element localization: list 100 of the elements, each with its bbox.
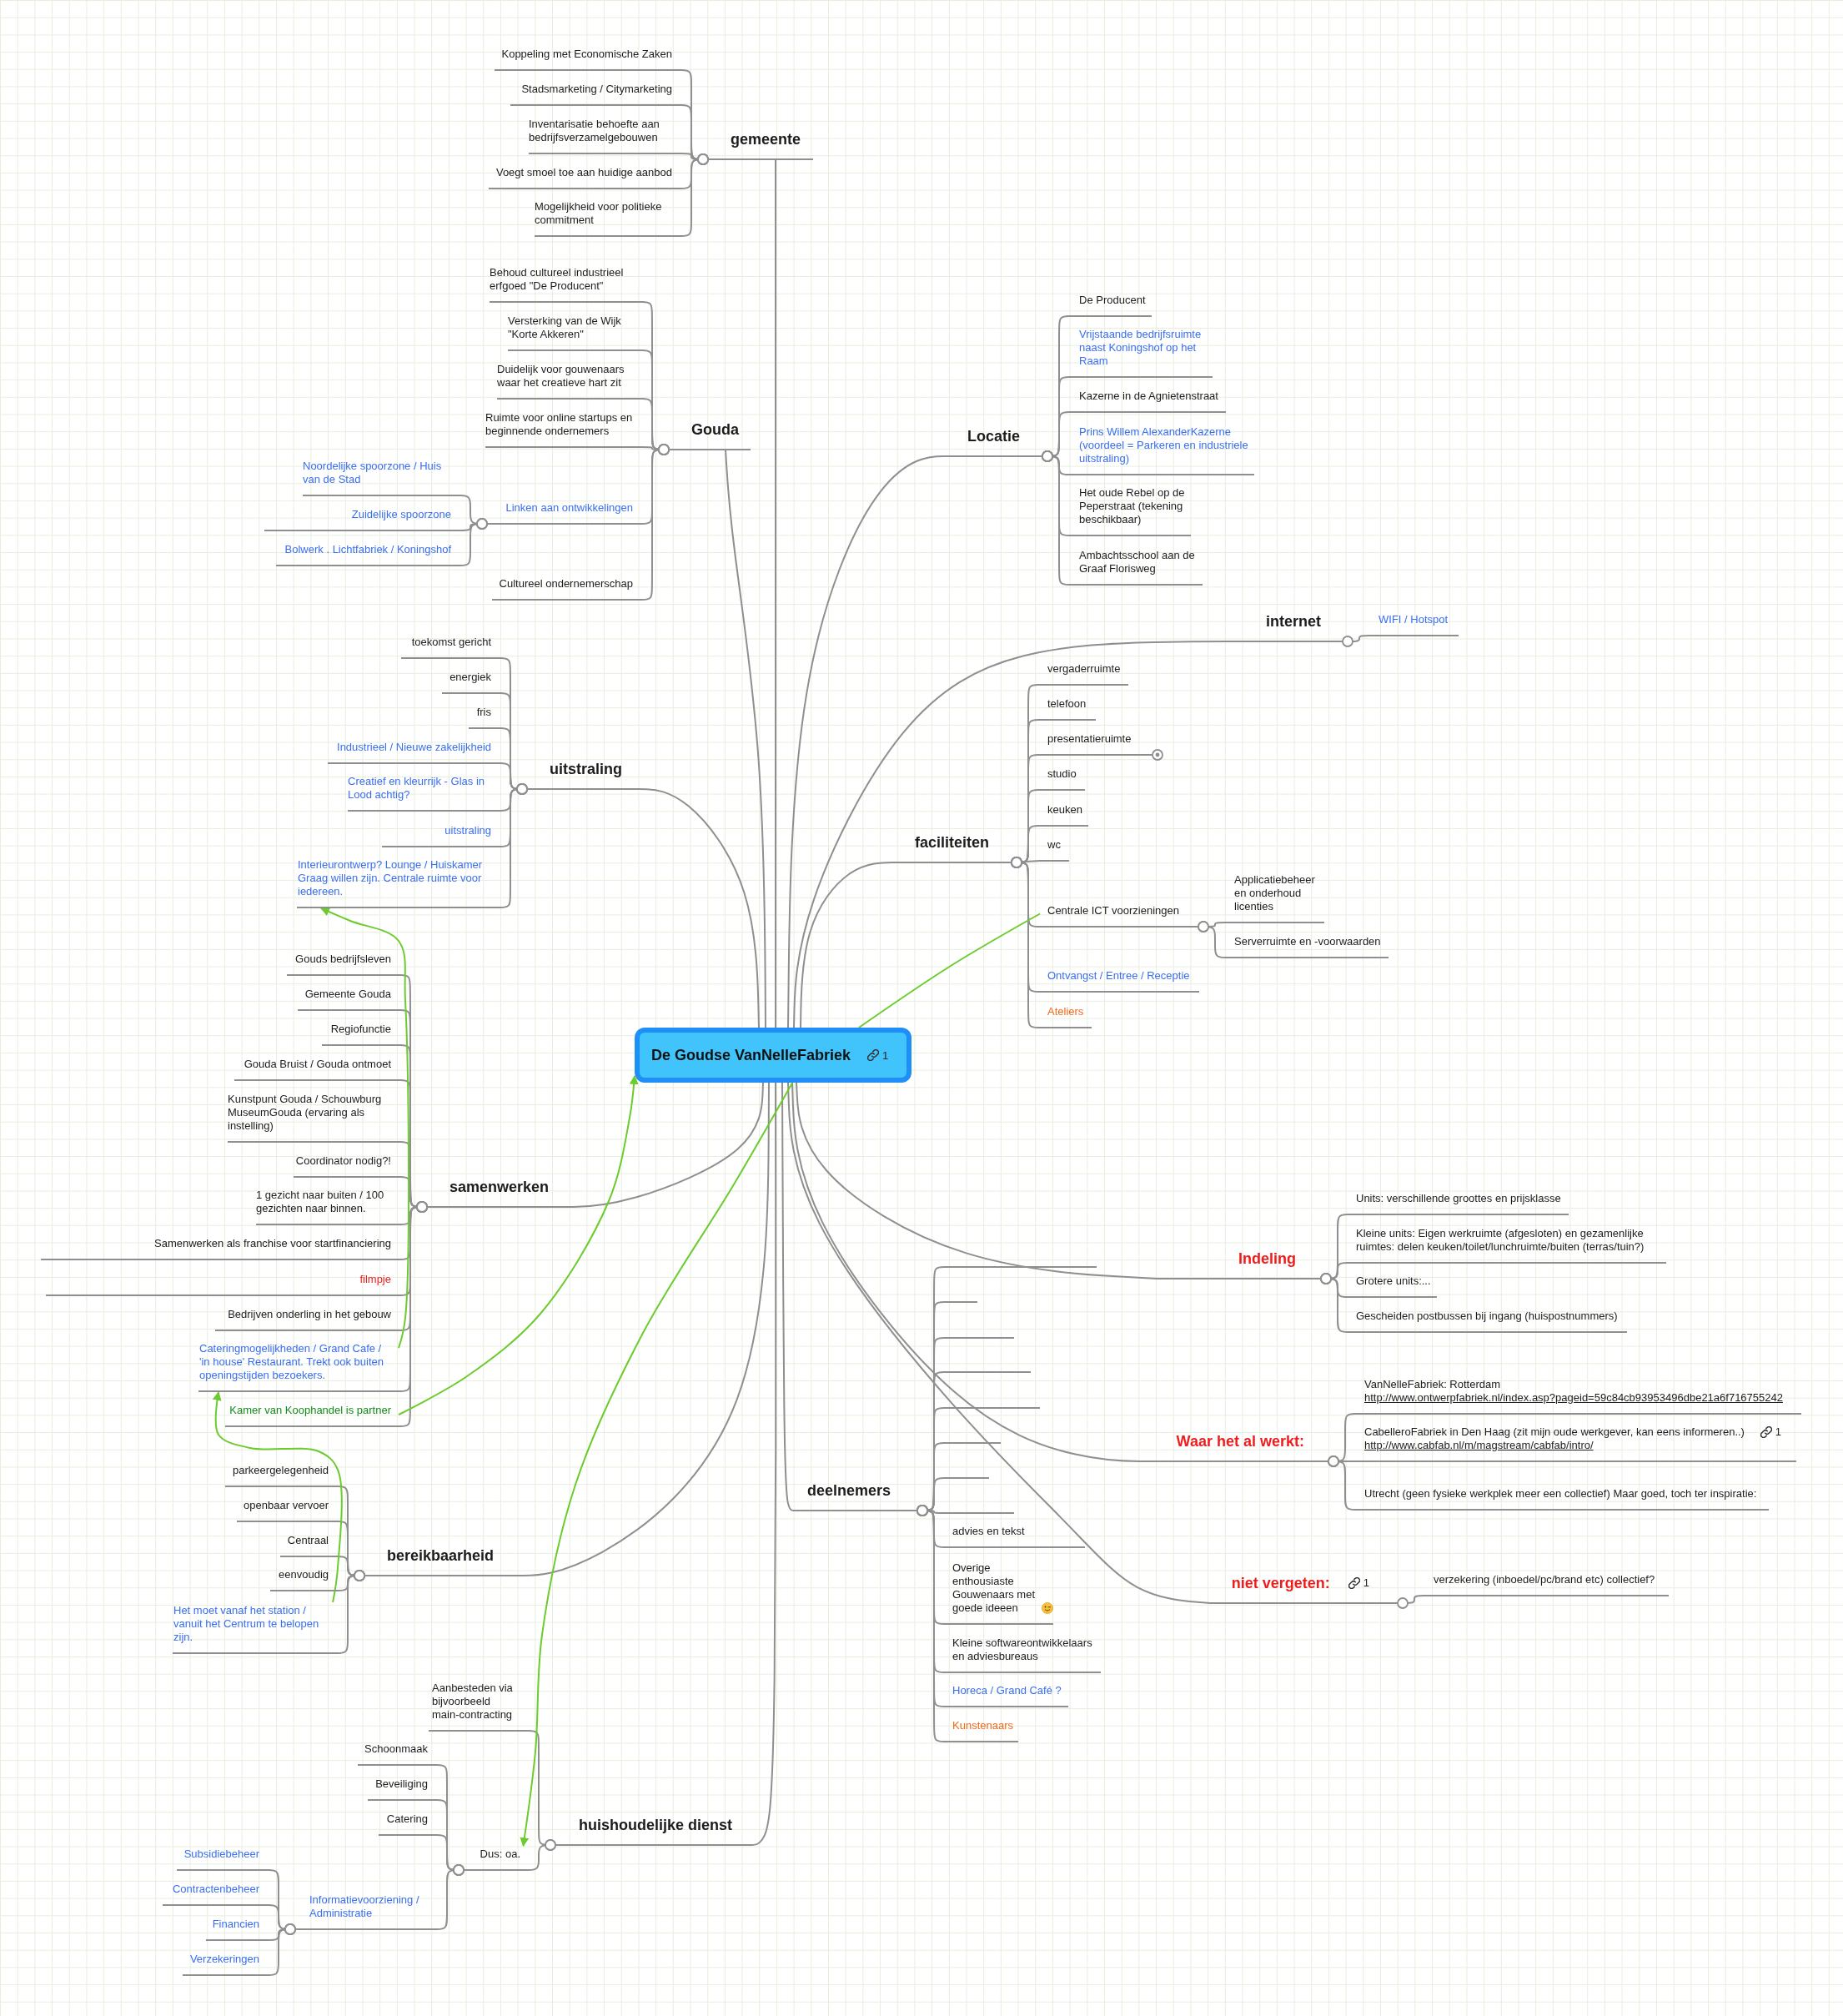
topic-title: Indeling xyxy=(1238,1249,1296,1268)
topic-text: Contractenbeheer xyxy=(172,1883,259,1896)
topic-text: Overige enthousiaste Gouwenaars met goede ideeen xyxy=(952,1561,1036,1615)
topic-title: uitstraling xyxy=(550,760,622,778)
topic-underline xyxy=(946,1337,1014,1339)
branch-line xyxy=(793,641,1240,1028)
branch-line xyxy=(563,1082,764,1208)
topic-text: Regiofunctie xyxy=(330,1023,391,1036)
topic-text: Grotere units:... xyxy=(1356,1274,1431,1288)
branch-line xyxy=(1397,1595,1427,1609)
relationship-arrow xyxy=(212,1390,343,1603)
topic-text: Verzekeringen xyxy=(189,1953,259,1966)
branch-line xyxy=(725,449,766,1028)
topic-text: Kunstpunt Gouda / Schouwburg MuseumGouda (ervaring als instelling) xyxy=(228,1093,383,1133)
topic-text: presentatieruimte xyxy=(1047,732,1132,746)
topic-text: Ruimte voor online startups en beginnende ondernemers xyxy=(485,411,633,438)
topic-text: Kunstenaars xyxy=(952,1719,1013,1732)
topic-text: Kleine units: Eigen werkruimte (afgesloten) en gezamenlijke ruimtes: delen keuken/toilet/lunchruimte/buiten (terras/tuin?) xyxy=(1356,1227,1645,1254)
topic-text: De Producent xyxy=(1079,294,1146,307)
topic-text: Subsidiebeheer xyxy=(183,1848,259,1861)
topic-text: Behoud cultureel industrieel erfgoed "De Producent" xyxy=(490,266,625,293)
topic-text: Het oude Rebel op de Peperstraat (tekening beschikbaar) xyxy=(1079,486,1186,526)
topic-text: Kleine softwareontwikkelaars en adviesbureaus xyxy=(952,1636,1093,1663)
branch-line xyxy=(1342,635,1372,647)
branch-line xyxy=(510,1082,770,1576)
topic-text: Het moet vanaf het station / vanuit het Centrum te belopen zijn. xyxy=(173,1604,320,1644)
branch-line xyxy=(791,1082,1152,1462)
branch-line xyxy=(266,1923,296,1976)
link-count: 1 xyxy=(882,1048,889,1062)
url-link: http://www.ontwerpfabriek.nl/index.asp?pageid=59c84cb93953496dbe21a6f716755242 xyxy=(1364,1391,1783,1405)
topic-text: uitstraling xyxy=(444,824,491,837)
topic-title: Waar het al werkt: xyxy=(1176,1432,1304,1450)
topic-text: Noordelijke spoorzone / Huis van de Stad xyxy=(303,460,443,486)
branch-line xyxy=(787,455,957,1028)
topic-text: Ontvangst / Entree / Receptie xyxy=(1047,969,1190,983)
branch-line xyxy=(1320,1273,1350,1333)
topic-text: Centrale ICT voorzieningen xyxy=(1047,904,1179,918)
topic-text: Units: verschillende groottes en prijsklasse xyxy=(1356,1192,1561,1205)
topic-text: Kazerne in de Agnietenstraat xyxy=(1079,390,1218,403)
relationship-arrow xyxy=(398,1075,639,1415)
branch-line xyxy=(749,1082,777,1846)
topic-text: Cultureel ondernemerschap xyxy=(499,577,633,591)
relationship-line xyxy=(857,912,1041,1028)
topic-text: Schoonmaak xyxy=(364,1742,428,1756)
topic-text: Bedrijven onderling in het gebouw xyxy=(228,1308,391,1321)
topic-text: fris xyxy=(476,706,491,719)
topic-text: Koppeling met Economische Zaken xyxy=(501,48,672,61)
topic-underline xyxy=(946,1477,989,1479)
topic-text: eenvoudig xyxy=(279,1568,329,1581)
topic-text: Mogelijkheid voor politieke commitment xyxy=(535,200,663,227)
topic-title: niet vergeten: xyxy=(1231,1574,1330,1592)
topic-text: Creatief en kleurrijk - Glas in Lood achtig? xyxy=(348,775,485,802)
topic-text: Kamer van Koophandel is partner xyxy=(229,1404,391,1417)
topic-text: Voegt smoel toe aan huidige aanbod xyxy=(495,166,672,179)
topic-text: Vrijstaande bedrijfsruimte naast Koningshof op het Raam xyxy=(1079,328,1203,368)
topic-text: Duidelijk voor gouwenaars waar het creatieve hart zit xyxy=(497,363,625,390)
topic-text: studio xyxy=(1047,767,1077,781)
topic-text: Coordinator nodig?! xyxy=(295,1154,391,1168)
topic-text: Gescheiden postbussen bij ingang (huispostnummers) xyxy=(1356,1310,1618,1323)
subtopic xyxy=(1357,1424,1796,1462)
url-link: http://www.cabfab.nl/m/magstream/cabfab/intro/ xyxy=(1364,1439,1594,1452)
topic-text: Ambachtsschool aan de Graaf Florisweg xyxy=(1079,549,1196,576)
topic-text: Catering xyxy=(386,1812,428,1826)
topic-text: 1 gezicht naar buiten / 100 gezichten naar binnen. xyxy=(256,1189,385,1215)
topic-title: gemeente xyxy=(731,130,801,148)
topic-text: Gouda Bruist / Gouda ontmoet xyxy=(244,1058,391,1071)
central-topic xyxy=(635,1028,911,1083)
topic-text: vergaderruimte xyxy=(1047,662,1121,676)
topic-text: Linken aan ontwikkelingen xyxy=(505,501,633,515)
topic-text: Gemeente Gouda xyxy=(304,988,391,1001)
topic-title: internet xyxy=(1266,612,1321,631)
topic-text: Dus: oa. xyxy=(480,1848,520,1861)
link-count: 1 xyxy=(1363,1576,1369,1591)
topic-text: VanNelleFabriek: Rotterdam xyxy=(1364,1378,1501,1391)
topic-text: Applicatiebeheer en onderhoud licenties xyxy=(1234,873,1316,913)
topic-text: Inventarisatie behoefte aan bedrijfsverzamelgebouwen xyxy=(529,118,660,144)
topic-text: Utrecht (geen fysieke werkplek meer een collectief) Maar goed, toch ter inspiratie: xyxy=(1364,1487,1757,1501)
topic-underline xyxy=(946,1301,977,1303)
topic-text: keuken xyxy=(1047,803,1082,817)
topic-underline xyxy=(946,1407,1040,1409)
branch-line xyxy=(526,1839,556,1871)
topic-text: Versterking van de Wijk "Korte Akkeren" xyxy=(508,314,622,341)
topic-text: Serverruimte en -voorwaarden xyxy=(1234,935,1381,948)
topic-title: faciliteiten xyxy=(914,833,989,852)
topic-text: verzekering (inboedel/pc/brand etc) collectief? xyxy=(1434,1573,1655,1586)
topic-title: De Goudse VanNelleFabriek xyxy=(651,1046,851,1064)
topic-text: energiek xyxy=(449,671,491,684)
topic-title: deelnemers xyxy=(806,1481,891,1500)
topic-title: Locatie xyxy=(967,427,1020,445)
topic-title: Gouda xyxy=(691,420,739,439)
branch-line xyxy=(458,518,488,566)
topic-text: advies en tekst xyxy=(952,1525,1025,1538)
topic-underline xyxy=(946,1442,1001,1444)
topic-title: samenwerken xyxy=(449,1178,550,1196)
topic-title: huishoudelijke dienst xyxy=(579,1816,733,1834)
topic-text: Gouds bedrijfsleven xyxy=(295,953,391,966)
topic-text: Samenwerken als franchise voor startfinanciering xyxy=(154,1237,391,1250)
topic-text: Centraal xyxy=(287,1534,329,1547)
topic-text: Prins Willem AlexanderKazerne (voordeel = Parkeren en industriele uitstraling) xyxy=(1079,425,1249,465)
relationship-arrow xyxy=(520,1082,794,1848)
